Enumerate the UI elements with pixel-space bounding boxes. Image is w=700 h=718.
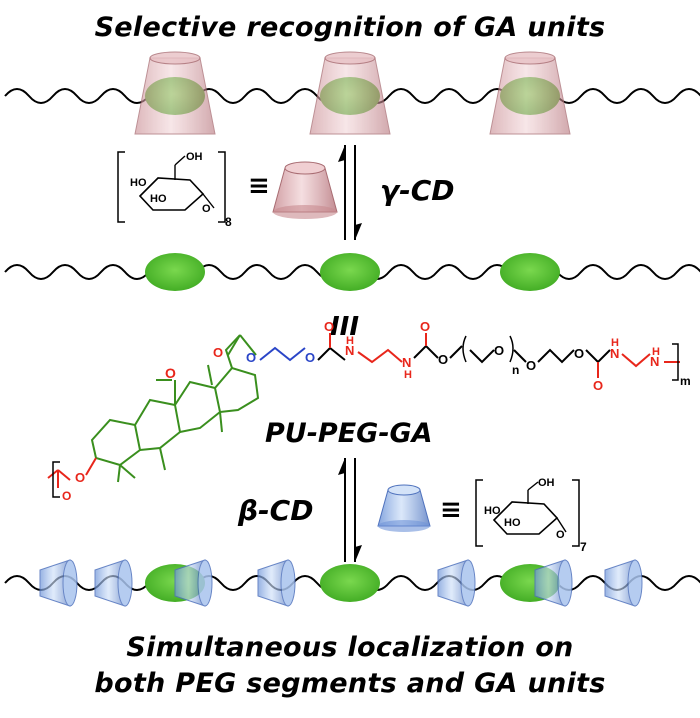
structure-atom-label: O xyxy=(556,529,565,541)
equiv-sign-beta: ≡ xyxy=(440,495,462,525)
structure-atom-label: O xyxy=(574,346,584,361)
beta-cd-structure: OH HO HO O 7 xyxy=(475,477,587,554)
top-title: Selective recognition of GA units xyxy=(94,12,606,43)
row-middle-chain xyxy=(4,253,700,291)
bottom-title-line2: both PEG segments and GA units xyxy=(94,668,606,699)
structure-atom-label: N xyxy=(610,346,619,361)
structure-atom-label: OH xyxy=(186,151,203,163)
structure-atom-label: O xyxy=(494,343,504,358)
equilibrium-arrow-beta xyxy=(338,458,362,562)
bottom-title-line1: Simultaneous localization on xyxy=(126,632,574,663)
structure-atom-label: O xyxy=(324,319,334,334)
equilibrium-arrow-gamma xyxy=(338,145,362,240)
polymer-name: PU-PEG-GA xyxy=(265,418,433,449)
gamma-cd-icon xyxy=(272,161,338,219)
structure-atom-label: HO xyxy=(130,177,147,189)
equivalence-bars: III xyxy=(330,312,359,342)
equiv-sign-gamma: ≡ xyxy=(248,171,270,201)
structure-atom-label: 8 xyxy=(225,215,232,229)
structure-atom-label: OH xyxy=(538,477,555,489)
structure-atom-label: O xyxy=(62,489,71,503)
structure-atom-label: HO xyxy=(150,193,167,205)
structure-atom-label: H xyxy=(404,369,412,381)
beta-cd-label: β-CD xyxy=(237,494,313,527)
structure-atom-label: N xyxy=(345,343,354,358)
beta-cd-icon xyxy=(377,484,431,532)
ga-unit xyxy=(320,564,380,602)
structure-atom-label: O xyxy=(246,350,256,365)
structure-atom-label: O xyxy=(438,352,448,367)
gamma-cd-complex-2 xyxy=(309,51,391,135)
structure-atom-label: N xyxy=(402,355,411,370)
structure-atom-label: O xyxy=(305,350,315,365)
ga-unit xyxy=(500,253,560,291)
structure-atom-label: O xyxy=(75,470,85,485)
structure-atom-label: O xyxy=(202,203,211,215)
structure-atom-label: O xyxy=(165,365,176,381)
beta-cd-threaded xyxy=(39,559,643,607)
structure-atom-label: O xyxy=(420,319,430,334)
ga-unit xyxy=(145,253,205,291)
structure-atom-label: O xyxy=(526,358,536,373)
pu-peg-ga-structure: O O O O O O O N H N H O O xyxy=(47,319,691,503)
ga-unit xyxy=(320,253,380,291)
structure-atom-label: H xyxy=(611,337,619,349)
gamma-cd-complex-3 xyxy=(489,51,571,135)
gamma-cd-label: γ-CD xyxy=(380,174,454,207)
structure-atom-label: H xyxy=(652,346,660,358)
structure-atom-label: O xyxy=(213,345,223,360)
structure-atom-label: N xyxy=(650,354,659,369)
structure-atom-label: m xyxy=(680,374,691,388)
structure-atom-label: HO xyxy=(504,517,521,529)
gamma-cd-structure: OH HO HO O 8 xyxy=(117,151,232,229)
gamma-cd-complex-1 xyxy=(134,51,216,135)
structure-atom-label: HO xyxy=(484,505,501,517)
structure-atom-label: O xyxy=(593,378,603,393)
structure-atom-label: 7 xyxy=(580,540,587,554)
structure-atom-label: H xyxy=(346,335,354,347)
structure-atom-label: n xyxy=(512,363,519,377)
